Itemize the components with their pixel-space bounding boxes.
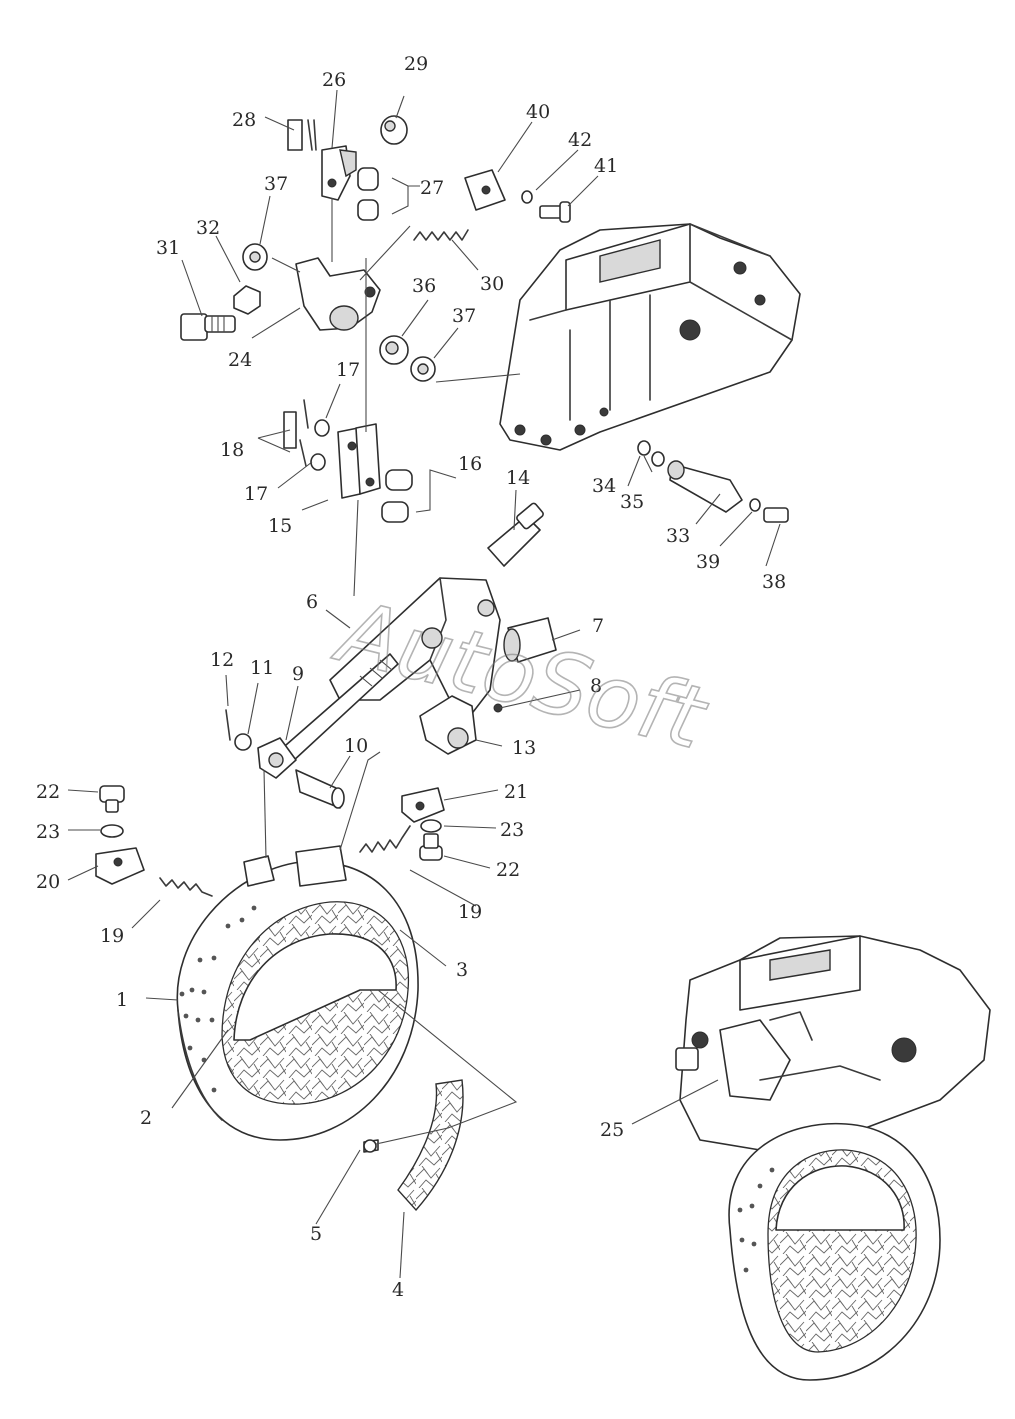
- cotter-pin-28: [287, 119, 317, 151]
- brake-band-1: [176, 845, 419, 1141]
- washer-17-lower: [310, 453, 326, 471]
- cotter-pin-18: [283, 399, 309, 467]
- bracket-40: [464, 169, 506, 211]
- plate-20: [95, 847, 145, 885]
- bolt-38: [763, 507, 789, 523]
- pin-10: [295, 769, 345, 809]
- clevis-15: [337, 423, 381, 499]
- callout-11: 11: [250, 657, 274, 679]
- pin-14: [487, 502, 544, 567]
- callout-39: 39: [696, 551, 720, 573]
- callout-16: 16: [458, 453, 482, 475]
- band-rivet-holes: [179, 905, 257, 1093]
- callout-5: 5: [310, 1223, 322, 1245]
- callout-2: 2: [140, 1107, 152, 1129]
- callout-22a: 22: [36, 781, 60, 803]
- plate-21: [401, 787, 445, 823]
- spring-19-left: [159, 877, 213, 897]
- callout-29: 29: [404, 53, 428, 75]
- callout-15: 15: [268, 515, 292, 537]
- pin-27: [357, 167, 379, 221]
- callout-17b: 17: [244, 483, 268, 505]
- callout-23b: 23: [500, 819, 524, 841]
- cotter-pin-12: [225, 709, 231, 741]
- callout-33: 33: [666, 525, 690, 547]
- o-ring-35: [651, 451, 665, 467]
- callout-18: 18: [220, 439, 244, 461]
- callout-31: 31: [156, 237, 180, 259]
- callout-8: 8: [590, 675, 602, 697]
- callout-42: 42: [568, 129, 592, 151]
- rivet-5: [363, 1139, 379, 1153]
- callout-12: 12: [210, 649, 234, 671]
- callout-7: 7: [592, 615, 604, 637]
- callout-22b: 22: [496, 859, 520, 881]
- lever-24: [295, 257, 381, 331]
- rod-9: [257, 653, 399, 779]
- callout-26: 26: [322, 69, 346, 91]
- washer-37-upper: [242, 243, 268, 271]
- callout-17a: 17: [336, 359, 360, 381]
- lever-13: [419, 695, 477, 755]
- callout-20: 20: [36, 871, 60, 893]
- callout-21: 21: [504, 781, 528, 803]
- callout-23a: 23: [36, 821, 60, 843]
- callout-1: 1: [116, 989, 128, 1011]
- callout-32: 32: [196, 217, 220, 239]
- callout-14: 14: [506, 467, 530, 489]
- callout-13: 13: [512, 737, 536, 759]
- washer-23-right: [420, 819, 442, 833]
- washer-37-lower: [410, 356, 436, 382]
- washer-17-upper: [314, 419, 330, 437]
- washer-42: [521, 190, 533, 204]
- lever-26: [321, 145, 357, 201]
- callout-6: 6: [306, 591, 318, 613]
- callout-36: 36: [412, 275, 436, 297]
- spring-19-right: [359, 825, 411, 853]
- bolt-41: [539, 201, 571, 223]
- lining-4: [397, 1079, 464, 1212]
- callout-38: 38: [762, 571, 786, 593]
- callout-28: 28: [232, 109, 256, 131]
- pin-16: [381, 469, 413, 523]
- pin-7: [503, 617, 557, 663]
- callout-19a: 19: [100, 925, 124, 947]
- callout-4: 4: [392, 1279, 404, 1301]
- o-ring-34: [637, 440, 651, 456]
- callout-3: 3: [456, 959, 468, 981]
- nut-32: [233, 285, 261, 315]
- callout-37b: 37: [452, 305, 476, 327]
- spring-30: [413, 229, 469, 241]
- bolt-22-left: [99, 785, 125, 813]
- bushing-36: [379, 335, 409, 365]
- bolt-22-right: [419, 833, 443, 861]
- callout-35: 35: [620, 491, 644, 513]
- callout-10: 10: [344, 735, 368, 757]
- valve-body-housing: [499, 223, 801, 451]
- assembled-view-25: [675, 935, 991, 1381]
- washer-11: [234, 733, 252, 751]
- callout-30: 30: [480, 273, 504, 295]
- collar-29: [380, 115, 408, 145]
- callout-27: 27: [420, 177, 444, 199]
- callout-37a: 37: [264, 173, 288, 195]
- callout-40: 40: [526, 101, 550, 123]
- callout-19b: 19: [458, 901, 482, 923]
- callout-25: 25: [600, 1119, 624, 1141]
- washer-39: [749, 498, 761, 512]
- callout-34: 34: [592, 475, 616, 497]
- shaft-33: [667, 460, 743, 513]
- washer-23-left: [100, 824, 124, 838]
- callout-24: 24: [228, 349, 252, 371]
- bolt-31: [180, 313, 236, 341]
- callout-labels: 1 2 3 4 5 6 7 8 9 10 11 12 13 14 15 16 1…: [36, 53, 786, 1301]
- leader-lines: [67, 89, 781, 1279]
- callout-41: 41: [594, 155, 618, 177]
- callout-9: 9: [292, 663, 304, 685]
